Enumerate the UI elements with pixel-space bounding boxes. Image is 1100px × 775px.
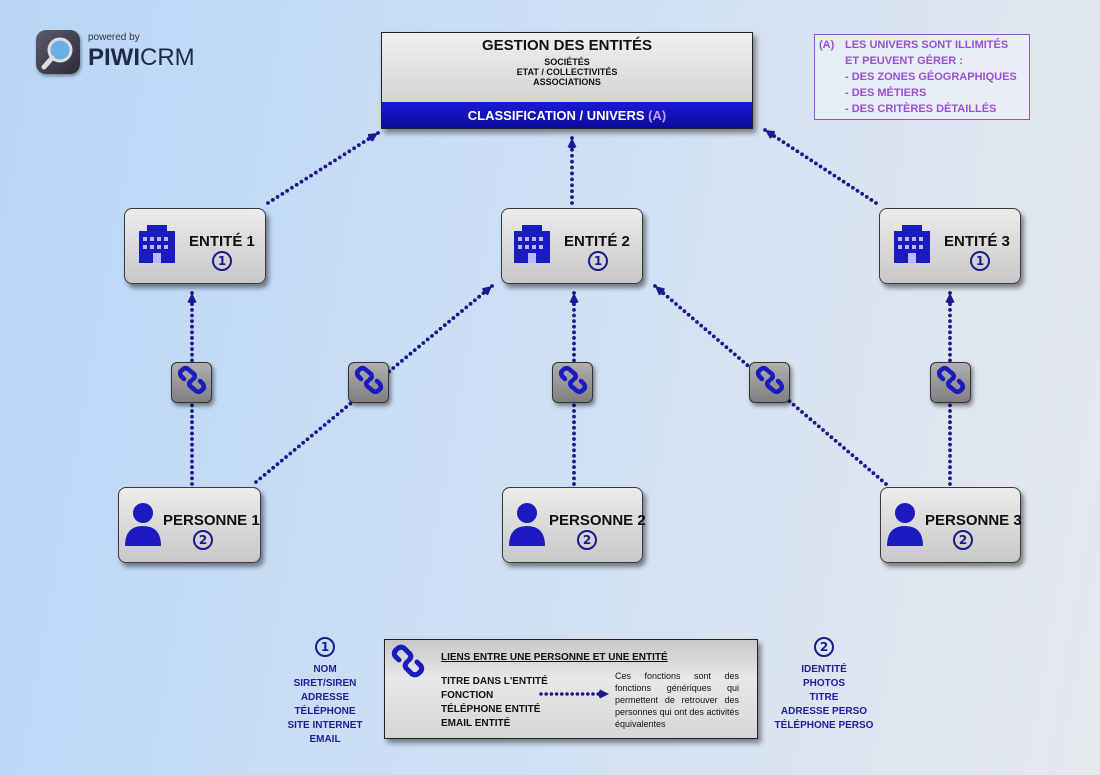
legend-arrow <box>539 689 609 699</box>
legend-link-box: LIENS ENTRE UNE PERSONNE ET UNE ENTITÉ T… <box>384 639 758 739</box>
legend-link-title: LIENS ENTRE UNE PERSONNE ET UNE ENTITÉ <box>441 652 668 663</box>
header-line-2: ETAT / COLLECTIVITÉS <box>516 67 618 77</box>
link-button-2[interactable] <box>348 362 389 403</box>
entity-card-2[interactable]: ENTITÉ 2 1 <box>501 208 643 284</box>
entity-card-1[interactable]: ENTITÉ 1 1 <box>124 208 266 284</box>
legend-person-item: TÉLÉPHONE PERSO <box>774 720 874 731</box>
entity-2-label: ENTITÉ 2 <box>564 233 630 250</box>
legend-person-badge: 2 <box>814 637 834 657</box>
person-icon <box>123 500 163 553</box>
entity-1-badge: 1 <box>212 251 232 271</box>
header-title: GESTION DES ENTITÉS <box>481 37 653 54</box>
building-icon <box>135 223 179 272</box>
chain-link-icon <box>391 644 425 683</box>
person-card-1[interactable]: PERSONNE 1 2 <box>118 487 261 563</box>
legend-link-description: Ces fonctions sont des fonctions génériq… <box>615 671 739 729</box>
link-button-3[interactable] <box>552 362 593 403</box>
person-2-label: PERSONNE 2 <box>549 512 646 529</box>
note-line-5: - DES CRITÈRES DÉTAILLÉS <box>845 103 997 115</box>
logo-wordmark: PIWICRM <box>88 44 195 72</box>
legend-person-item: ADRESSE PERSO <box>780 706 868 717</box>
entity-2-badge: 1 <box>588 251 608 271</box>
legend-person: 2 IDENTITÉ PHOTOS TITRE ADRESSE PERSO TÉ… <box>764 637 884 733</box>
legend-entity-item: NOM <box>313 664 337 675</box>
logo-powered-by: powered by <box>88 32 140 43</box>
legend-person-item: TITRE <box>809 692 839 703</box>
building-icon <box>510 223 554 272</box>
person-3-badge: 2 <box>953 530 973 550</box>
person-card-3[interactable]: PERSONNE 3 2 <box>880 487 1022 563</box>
person-icon <box>885 500 925 553</box>
person-card-2[interactable]: PERSONNE 2 2 <box>502 487 646 563</box>
legend-person-item: PHOTOS <box>802 678 846 689</box>
link-button-1[interactable] <box>171 362 212 403</box>
note-line-2: ET PEUVENT GÉRER : <box>845 55 963 67</box>
classification-bar: CLASSIFICATION / UNIVERS (A) <box>382 102 752 128</box>
classification-bar-label: CLASSIFICATION / UNIVERS <box>467 107 645 123</box>
link-button-5[interactable] <box>930 362 971 403</box>
logo-name-b: CRM <box>140 44 195 71</box>
legend-entity-item: TÉLÉPHONE <box>294 706 356 717</box>
header-line-3: ASSOCIATIONS <box>533 77 601 87</box>
entity-3-label: ENTITÉ 3 <box>944 233 1010 250</box>
legend-entity-item: ADRESSE <box>300 692 350 703</box>
entity-3-badge: 1 <box>970 251 990 271</box>
person-1-badge: 2 <box>193 530 213 550</box>
chain-link-icon <box>936 365 966 400</box>
legend-link-field: FONCTION <box>441 690 494 701</box>
classification-bar-marker: (A) <box>648 107 667 123</box>
entity-1-label: ENTITÉ 1 <box>189 233 255 250</box>
header-line-1: SOCIÉTÉS <box>544 57 590 67</box>
note-line-3: - DES ZONES GÉOGRAPHIQUES <box>845 71 1017 83</box>
legend-entity: 1 NOM SIRET/SIREN ADRESSE TÉLÉPHONE SITE… <box>270 637 380 747</box>
note-line-1: LES UNIVERS SONT ILLIMITÉS <box>845 39 1009 51</box>
legend-entity-badge: 1 <box>315 637 335 657</box>
person-1-label: PERSONNE 1 <box>163 512 260 529</box>
chain-link-icon <box>755 365 785 400</box>
legend-link-field: TITRE DANS L'ENTITÉ <box>441 676 548 687</box>
note-line-4: - DES MÉTIERS <box>845 87 927 99</box>
connector-entity-2-header <box>567 136 577 205</box>
header-box: GESTION DES ENTITÉS SOCIÉTÉS ETAT / COLL… <box>381 32 753 129</box>
person-3-label: PERSONNE 3 <box>925 512 1022 529</box>
legend-entity-item: SITE INTERNET <box>287 720 363 731</box>
connector-entity-3-header <box>763 128 878 205</box>
chain-link-icon <box>177 365 207 400</box>
connector-person-1-entity-2 <box>254 284 494 484</box>
connector-entity-1-header <box>266 131 380 205</box>
entity-card-3[interactable]: ENTITÉ 3 1 <box>879 208 1021 284</box>
universe-note: (A) LES UNIVERS SONT ILLIMITÉS ET PEUVEN… <box>814 34 1030 120</box>
legend-entity-item: EMAIL <box>309 734 341 745</box>
logo-icon <box>36 30 80 74</box>
legend-person-item: IDENTITÉ <box>801 664 847 675</box>
legend-link-field: EMAIL ENTITÉ <box>441 718 511 729</box>
person-2-badge: 2 <box>577 530 597 550</box>
legend-link-field: TÉLÉPHONE ENTITÉ <box>441 704 541 715</box>
note-marker: (A) <box>819 39 835 51</box>
legend-entity-item: SIRET/SIREN <box>293 678 357 689</box>
chain-link-icon <box>354 365 384 400</box>
link-button-4[interactable] <box>749 362 790 403</box>
piwicrm-logo: powered by PIWICRM <box>36 30 195 78</box>
building-icon <box>890 223 934 272</box>
chain-link-icon <box>558 365 588 400</box>
person-icon <box>507 500 547 553</box>
logo-name-a: PIWI <box>88 44 140 71</box>
